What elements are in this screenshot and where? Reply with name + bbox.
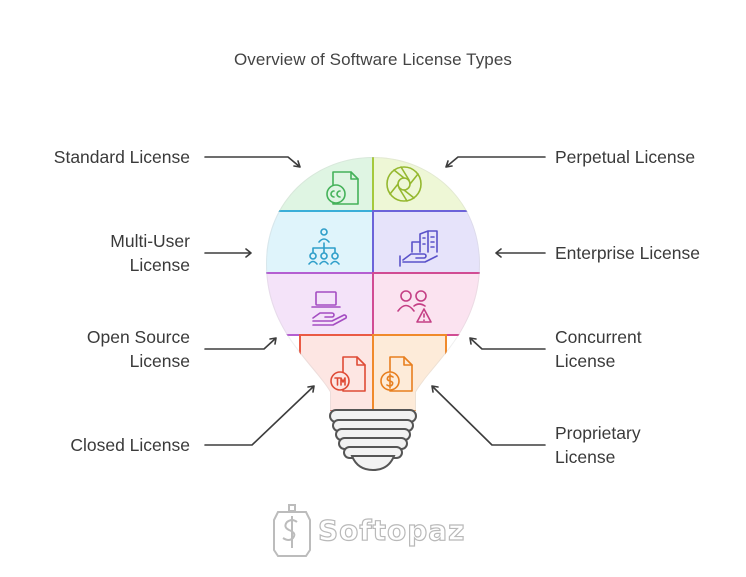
laptop-hand-icon <box>311 291 348 326</box>
arrow-standard <box>204 156 301 168</box>
arrow-multi-user <box>204 248 252 258</box>
arrow-concurrent <box>469 337 546 350</box>
softopaz-logo-icon <box>273 504 311 557</box>
people-warning-icon <box>397 290 432 323</box>
arrow-perpetual <box>445 156 546 168</box>
label-perpetual-license: Perpetual License <box>555 147 696 167</box>
label-enterprise-license: Enterprise License <box>555 243 700 263</box>
diagram-title: Overview of Software License Types <box>233 50 513 69</box>
hierarchy-people-icon <box>308 228 340 265</box>
creative-commons-document-icon <box>326 171 359 205</box>
segment-perpetual <box>372 157 480 212</box>
arrow-open-source <box>204 337 277 350</box>
buildings-hand-icon <box>399 230 438 267</box>
aperture-icon <box>386 166 422 202</box>
segment-concurrent <box>372 272 480 336</box>
segment-proprietary <box>372 334 447 411</box>
segment-enterprise <box>372 210 480 274</box>
label-closed-license: Closed License <box>70 435 190 455</box>
dollar-document-icon <box>380 356 413 392</box>
arrow-enterprise <box>495 248 546 258</box>
arrow-closed <box>204 385 315 446</box>
segment-standard <box>266 157 374 212</box>
arrow-proprietary <box>431 385 546 446</box>
brand-watermark: Softopaz <box>317 513 466 547</box>
label-standard-license: Standard License <box>53 147 190 167</box>
trademark-document-icon <box>330 356 366 392</box>
bulb-base <box>329 409 417 472</box>
